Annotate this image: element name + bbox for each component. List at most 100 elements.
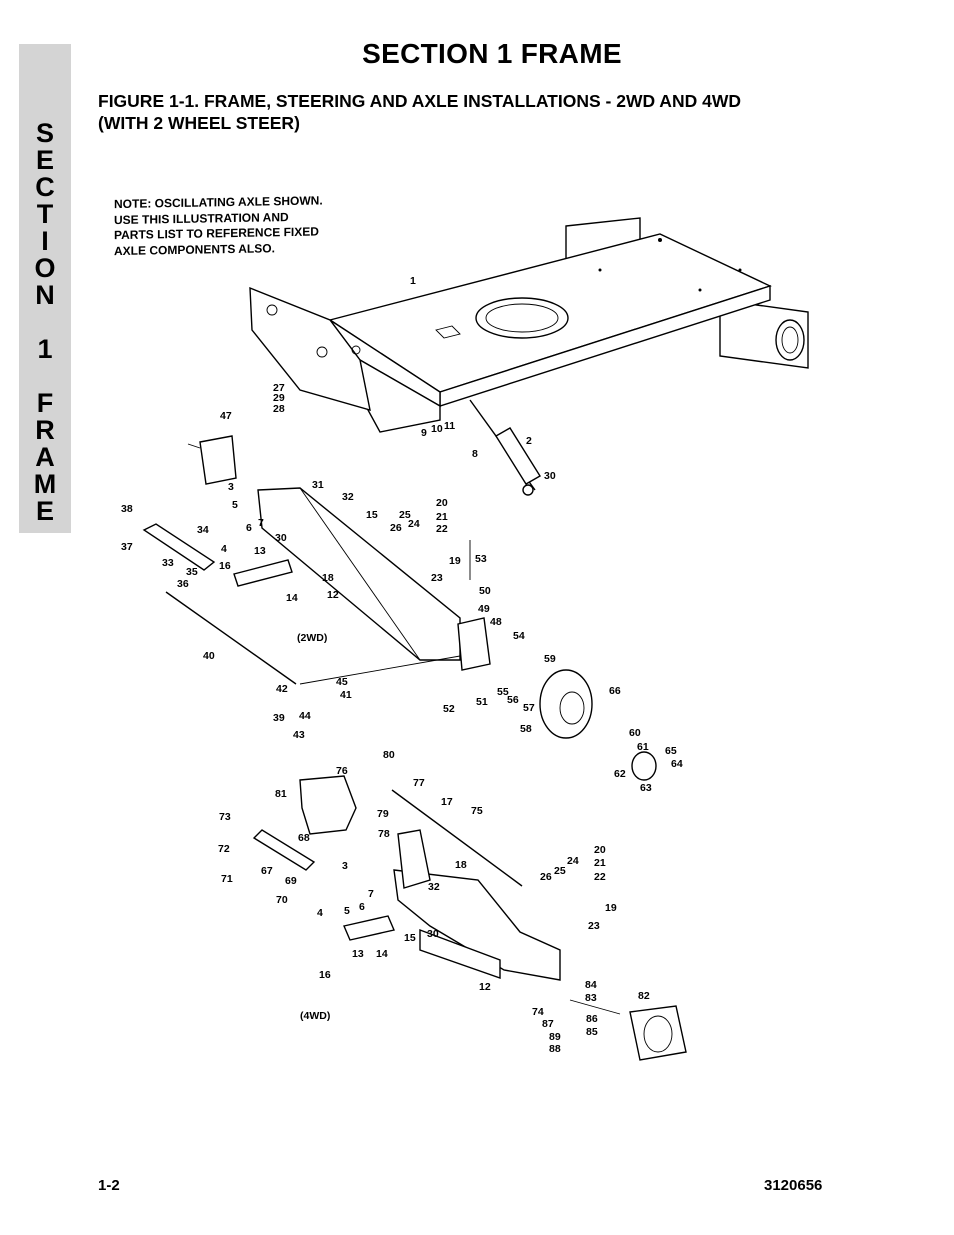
- callout: 24: [408, 518, 420, 530]
- callout: 25: [554, 865, 566, 877]
- label-4wd: (4WD): [300, 1010, 330, 1022]
- side-tab-letter: M: [33, 469, 57, 499]
- callout: 11: [444, 420, 455, 432]
- callout: 86: [586, 1013, 598, 1025]
- callout: 35: [186, 566, 198, 578]
- callout: 51: [476, 696, 488, 708]
- callout: 88: [549, 1043, 561, 1055]
- callout: 84: [585, 979, 597, 991]
- callout: 57: [523, 702, 535, 714]
- side-tab-letter: C: [35, 172, 55, 202]
- callout: 47: [220, 410, 232, 422]
- callout: 16: [219, 560, 231, 572]
- callout: 30: [544, 470, 556, 482]
- callout: 24: [567, 855, 579, 867]
- callout: 60: [629, 727, 641, 739]
- callout: 81: [275, 788, 287, 800]
- callout: 52: [443, 703, 455, 715]
- callout: 66: [609, 685, 621, 697]
- callout: 82: [638, 990, 650, 1002]
- callout: 41: [340, 689, 352, 701]
- label-2wd: (2WD): [297, 632, 327, 644]
- callout: 1: [410, 275, 416, 287]
- callout: 83: [585, 992, 597, 1004]
- callout: 3: [228, 481, 234, 493]
- callout: 85: [586, 1026, 598, 1038]
- callout: 25: [399, 509, 411, 521]
- callout: 6: [246, 522, 252, 534]
- callout: 23: [588, 920, 600, 932]
- figure-caption-line2: (WITH 2 WHEEL STEER): [98, 113, 300, 133]
- callout: 4: [221, 543, 227, 555]
- callout: 21: [594, 857, 606, 869]
- callout: 65: [665, 745, 677, 757]
- callout: 63: [640, 782, 652, 794]
- callout: 16: [319, 969, 331, 981]
- callout: 7: [258, 517, 264, 529]
- side-tab-letter: E: [35, 145, 54, 175]
- callout: 7: [368, 888, 374, 900]
- callout: 34: [197, 524, 209, 536]
- callout: 55: [497, 686, 509, 698]
- callout: 32: [342, 491, 354, 503]
- figure-caption-line1: FIGURE 1-1. FRAME, STEERING AND AXLE INS…: [98, 91, 741, 111]
- callout: 49: [478, 603, 490, 615]
- callout: 29: [273, 392, 285, 404]
- main-frame: [249, 217, 809, 433]
- side-tab-letter: 1: [37, 334, 53, 364]
- callout: 50: [479, 585, 491, 597]
- callout: 68: [298, 832, 310, 844]
- section-title: SECTION 1 FRAME: [362, 38, 622, 69]
- callout: 87: [542, 1018, 554, 1030]
- callout: 77: [413, 777, 425, 789]
- callout: 78: [378, 828, 390, 840]
- callout: 10: [431, 423, 443, 435]
- callout: 48: [490, 616, 502, 628]
- callout: 69: [285, 875, 297, 887]
- callout: 62: [614, 768, 626, 780]
- callout: 6: [359, 901, 365, 913]
- callout: 58: [520, 723, 532, 735]
- side-tab-letter: T: [36, 199, 54, 229]
- callout: 28: [273, 403, 285, 415]
- callout: 40: [203, 650, 215, 662]
- callout: 23: [431, 572, 443, 584]
- callout: 4: [317, 907, 323, 919]
- section-side-tab: S E C T I O N 1 F R A M E: [19, 44, 71, 533]
- callout: 27: [273, 382, 285, 394]
- callout: 80: [383, 749, 395, 761]
- callout: 22: [594, 871, 606, 883]
- callout: 26: [390, 522, 402, 534]
- side-tab-letter: S: [35, 118, 54, 148]
- page-number: 1-2: [98, 1177, 120, 1194]
- callout: 30: [427, 928, 439, 940]
- callout: 43: [293, 729, 305, 741]
- callout: 36: [177, 578, 189, 590]
- callout: 19: [605, 902, 617, 914]
- callout: 15: [366, 509, 378, 521]
- callout: 20: [436, 497, 448, 509]
- callout: 64: [671, 758, 683, 770]
- callout: 9: [421, 427, 427, 439]
- callout: 17: [441, 796, 453, 808]
- steer-cylinder-2: [469, 399, 541, 496]
- side-tab-letter: N: [35, 280, 55, 310]
- callout: 44: [299, 710, 311, 722]
- side-tab-letter: A: [35, 442, 55, 472]
- side-tab-letter: I: [41, 226, 49, 256]
- callout: 20: [594, 844, 606, 856]
- side-tab-letter: E: [35, 496, 54, 526]
- callout: 18: [322, 572, 334, 584]
- callout: 32: [428, 881, 440, 893]
- document-number: 3120656: [764, 1177, 823, 1194]
- callout: 15: [404, 932, 416, 944]
- callout: 19: [449, 555, 461, 567]
- axle-2wd: [142, 435, 657, 781]
- callout: 21: [436, 511, 448, 523]
- side-tab-letter: O: [34, 253, 56, 283]
- side-tab-letter: F: [36, 388, 54, 418]
- callout: 59: [544, 653, 556, 665]
- callout: 12: [327, 589, 339, 601]
- callout: 39: [273, 712, 285, 724]
- callout: 73: [219, 811, 231, 823]
